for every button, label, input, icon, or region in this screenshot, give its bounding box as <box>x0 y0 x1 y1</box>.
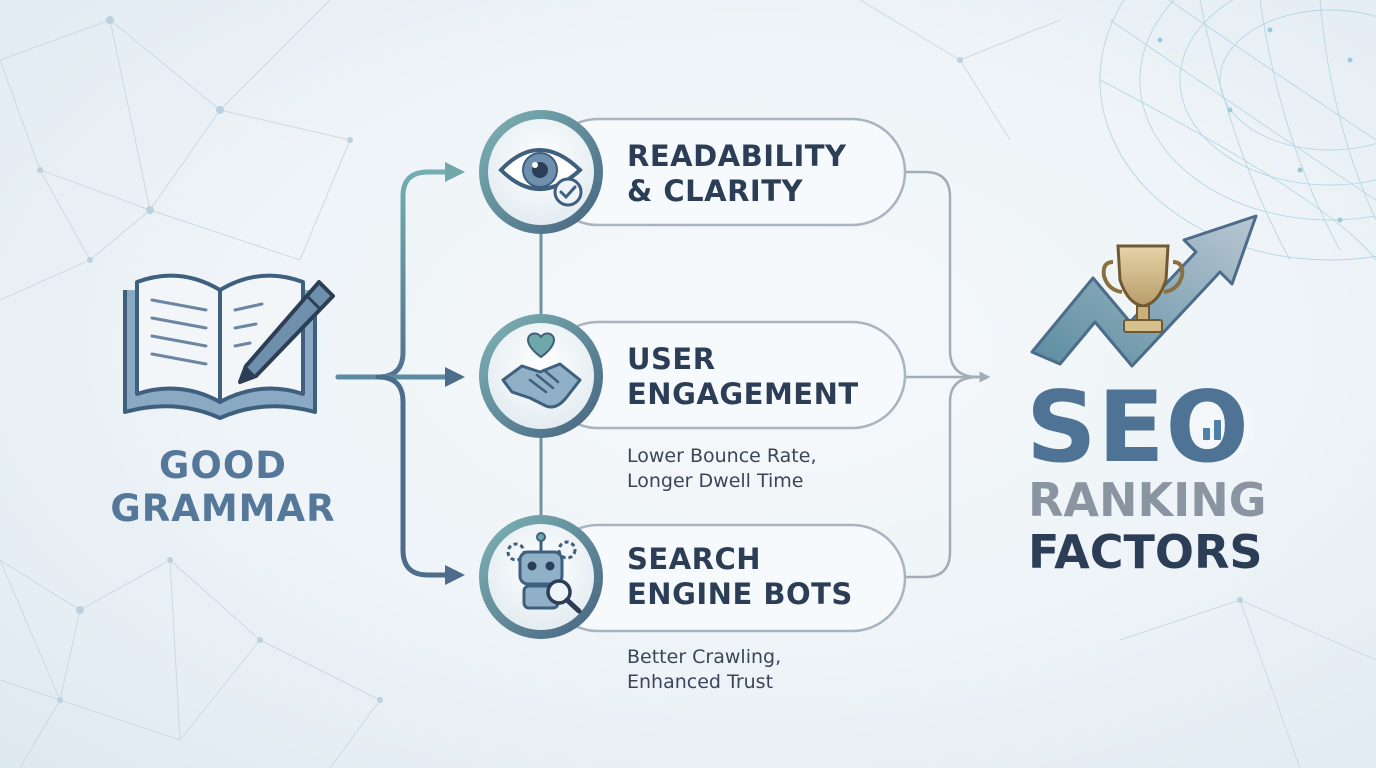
target-label-line2: RANKING <box>1028 473 1267 527</box>
branch-readability-title-line2: & CLARITY <box>627 174 803 208</box>
open-book-pen-icon <box>123 273 335 420</box>
branch-bots-caption-line2: Enhanced Trust <box>627 671 774 693</box>
connector-from-readability <box>903 170 980 379</box>
background-globe-mesh <box>1099 0 1376 261</box>
bar-chart-badge-icon <box>1184 392 1254 462</box>
source-connectors <box>335 162 465 585</box>
background-nodes <box>37 16 1243 703</box>
trophy-up-arrow-icon <box>1030 214 1258 368</box>
branch-pills <box>543 117 907 633</box>
branch-engagement-title-line1: USER <box>627 342 716 376</box>
branch-bots-caption-line1: Better Crawling, <box>627 646 782 668</box>
branch-bots-title-line2: ENGINE BOTS <box>627 577 853 611</box>
branch-engagement-caption-line1: Lower Bounce Rate, <box>627 445 817 467</box>
connector-to-bots <box>375 374 465 585</box>
source-label-line2: GRAMMAR <box>110 487 336 530</box>
handshake-heart-icon <box>501 332 582 409</box>
target-label-line3: FACTORS <box>1028 525 1263 579</box>
branch-engagement-caption-line2: Longer Dwell Time <box>627 470 804 492</box>
eye-check-icon <box>498 148 583 207</box>
target-label-line1: SEO <box>1026 371 1250 485</box>
connector-from-bots <box>903 375 980 579</box>
branch-bots-title-line1: SEARCH <box>627 542 762 576</box>
connector-to-readability <box>335 162 465 380</box>
branch-engagement-title-line2: ENGAGEMENT <box>627 377 859 411</box>
branch-readability-title-line1: READABILITY <box>627 139 847 173</box>
background-globe-nodes <box>1157 27 1353 223</box>
target-connectors <box>903 170 991 579</box>
source-label-line1: GOOD <box>159 444 287 487</box>
robot-magnifier-icon <box>506 532 582 614</box>
